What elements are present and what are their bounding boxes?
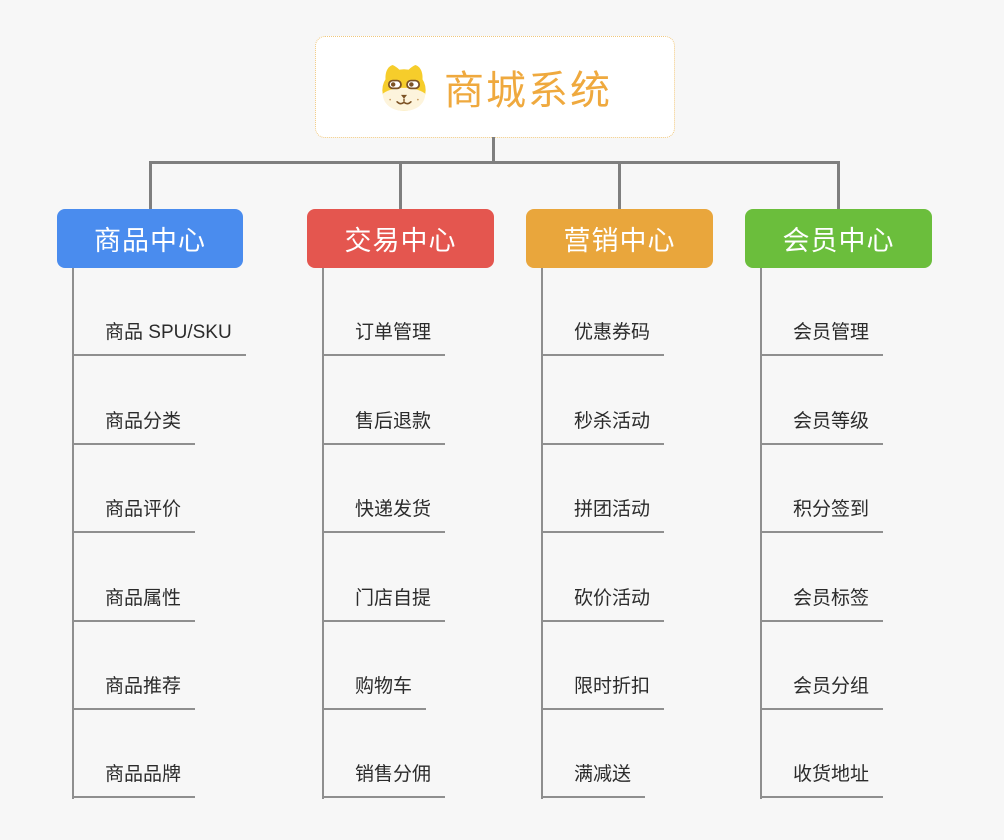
branch-member-center: 会员中心 会员管理 会员等级 积分签到 会员标签 会员分组 收货地址 — [745, 209, 932, 840]
leaf-node[interactable]: 会员分组 — [760, 674, 884, 710]
leaf-node[interactable]: 收货地址 — [760, 762, 884, 798]
branch-marketing-center: 营销中心 优惠券码 秒杀活动 拼团活动 砍价活动 限时折扣 满减送 — [526, 209, 713, 840]
leaf-node[interactable]: 订单管理 — [322, 320, 446, 356]
branch-stem — [322, 268, 324, 799]
leaf-node[interactable]: 商品评价 — [72, 497, 196, 533]
leaf-node[interactable]: 拼团活动 — [541, 497, 665, 533]
leaf-node[interactable]: 门店自提 — [322, 586, 446, 622]
leaf-node[interactable]: 商品属性 — [72, 586, 196, 622]
leaf-node[interactable]: 商品分类 — [72, 409, 196, 445]
leaf-node[interactable]: 会员等级 — [760, 409, 884, 445]
branch-trade-center: 交易中心 订单管理 售后退款 快递发货 门店自提 购物车 销售分佣 — [307, 209, 494, 840]
branch-node-member-center[interactable]: 会员中心 — [745, 209, 932, 268]
leaf-node[interactable]: 快递发货 — [322, 497, 446, 533]
connector-drop — [837, 161, 840, 211]
leaf-node[interactable]: 购物车 — [322, 674, 427, 710]
branch-stem — [541, 268, 543, 799]
branch-node-product-center[interactable]: 商品中心 — [57, 209, 243, 268]
connector-drop — [618, 161, 621, 211]
connector-root-stem — [492, 137, 495, 163]
root-title: 商城系统 — [444, 69, 612, 113]
leaf-node[interactable]: 优惠券码 — [541, 320, 665, 356]
branch-node-marketing-center[interactable]: 营销中心 — [526, 209, 713, 268]
branch-stem — [760, 268, 762, 799]
leaf-node[interactable]: 积分签到 — [760, 497, 884, 533]
branch-stem — [72, 268, 74, 799]
root-node[interactable]: 商城系统 — [315, 36, 675, 138]
leaf-node[interactable]: 会员管理 — [760, 320, 884, 356]
leaf-node[interactable]: 销售分佣 — [322, 762, 446, 798]
leaf-node[interactable]: 商品推荐 — [72, 674, 196, 710]
leaf-node[interactable]: 满减送 — [541, 762, 646, 798]
branch-product-center: 商品中心 商品 SPU/SKU 商品分类 商品评价 商品属性 商品推荐 商品品牌 — [57, 209, 246, 840]
connector-drop — [399, 161, 402, 211]
branch-node-trade-center[interactable]: 交易中心 — [307, 209, 494, 268]
leaf-node[interactable]: 售后退款 — [322, 409, 446, 445]
connector-drop — [149, 161, 152, 211]
leaf-node[interactable]: 砍价活动 — [541, 586, 665, 622]
leaf-node[interactable]: 会员标签 — [760, 586, 884, 622]
leaf-node[interactable]: 商品 SPU/SKU — [72, 320, 246, 356]
leaf-node[interactable]: 限时折扣 — [541, 674, 665, 710]
leaf-node[interactable]: 商品品牌 — [72, 762, 196, 798]
leaf-node[interactable]: 秒杀活动 — [541, 409, 665, 445]
shiba-dog-icon — [382, 64, 426, 111]
connector-bus — [149, 161, 840, 164]
